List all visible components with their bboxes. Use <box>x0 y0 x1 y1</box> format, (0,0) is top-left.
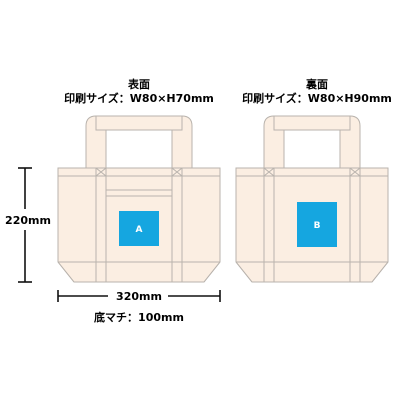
back-strap-right <box>349 167 361 283</box>
front-handle-top <box>95 115 183 131</box>
back-fold-left <box>235 261 253 283</box>
front-fold-right <box>203 261 221 283</box>
front-handle-opening <box>105 129 173 171</box>
back-strap-left <box>263 167 275 283</box>
front-fold-left <box>57 261 75 283</box>
back-print-size: 印刷サイズ：W80×H90mm <box>242 91 392 105</box>
width-dimension <box>57 290 221 302</box>
back-handle-opening <box>283 129 341 171</box>
front-print-area <box>119 211 159 246</box>
front-strap-right <box>171 167 183 283</box>
front-strap-left <box>95 167 107 283</box>
back-print-area <box>297 202 337 247</box>
front-stitch-left <box>95 167 107 177</box>
height-dimension <box>18 167 32 283</box>
back-handle-top <box>273 115 351 131</box>
back-print-area-label: B <box>314 221 321 231</box>
back-bag: B <box>235 115 389 283</box>
front-stitch-right <box>171 167 183 177</box>
height-label: 220mm <box>5 214 51 227</box>
front-title: 表面 <box>127 77 150 91</box>
front-print-size: 印刷サイズ：W80×H70mm <box>64 91 214 105</box>
width-label: 320mm <box>116 290 162 303</box>
back-title: 裏面 <box>305 77 328 91</box>
back-stitch-right <box>349 167 361 177</box>
gusset-label: 底マチ：100mm <box>94 310 184 324</box>
back-fold-right <box>371 261 389 283</box>
back-stitch-left <box>263 167 275 177</box>
front-bag: A <box>57 115 221 283</box>
front-print-area-label: A <box>136 225 143 235</box>
